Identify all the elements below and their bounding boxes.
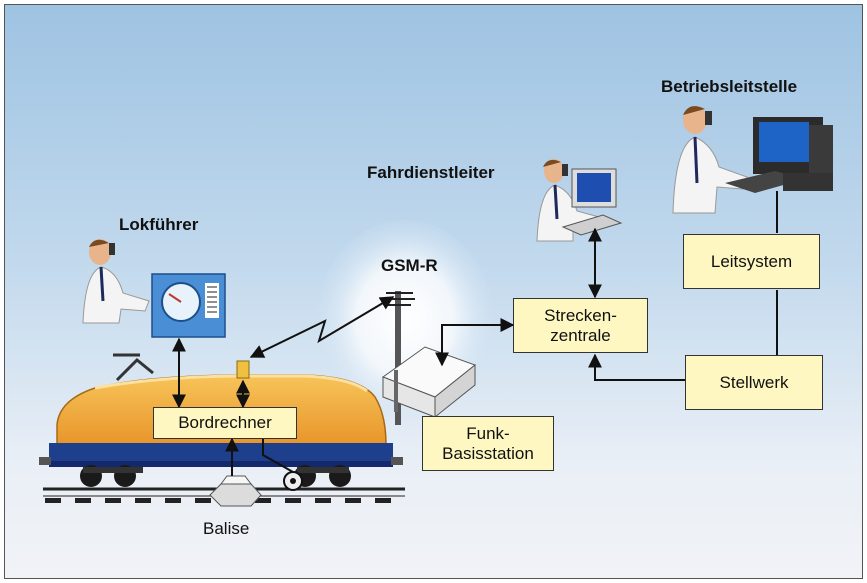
cab-display-panel xyxy=(151,273,226,338)
fahrdienstleiter-monitor-icon xyxy=(561,168,623,236)
fahrdienstleiter-person-icon xyxy=(536,159,600,242)
radio-link-zigzag xyxy=(249,296,395,358)
arrow-stellwerk-streckenzentrale xyxy=(588,353,687,381)
connectors xyxy=(172,191,778,476)
pantograph xyxy=(113,353,154,382)
streckenzentrale-text: Strecken- zentrale xyxy=(544,306,617,345)
diagram-frame: Betriebsleitstelle Fahrdienstleiter Lokf… xyxy=(4,4,863,579)
funk-basisstation-text: Funk- Basisstation xyxy=(442,424,534,463)
funk-basisstation-box: Funk- Basisstation xyxy=(422,416,554,471)
locomotive-roof-highlight xyxy=(94,374,368,393)
fahrdienstleiter-label: Fahrdienstleiter xyxy=(367,163,495,182)
roof-antenna xyxy=(236,360,250,379)
balise-icon xyxy=(209,475,262,507)
leitsystem-box: Leitsystem xyxy=(683,234,820,289)
bordrechner-box: Bordrechner xyxy=(153,407,297,439)
leitsystem-text: Leitsystem xyxy=(710,251,793,271)
stellwerk-box: Stellwerk xyxy=(685,355,823,410)
gsm-r-label: GSM-R xyxy=(381,256,438,275)
diagram-canvas xyxy=(39,106,833,507)
locomotive-base xyxy=(49,443,393,465)
streckenzentrale-box: Strecken- zentrale xyxy=(513,298,648,353)
stellwerk-text: Stellwerk xyxy=(719,372,789,392)
control-workstation-icon xyxy=(725,117,833,193)
lokfuehrer-label: Lokführer xyxy=(119,215,199,234)
arrow-basisstation-streckenzentrale xyxy=(435,318,515,367)
balise-label: Balise xyxy=(203,519,250,538)
odometry-link xyxy=(262,439,294,473)
betriebsleitstelle-label: Betriebsleitstelle xyxy=(661,77,798,96)
bordrechner-text: Bordrechner xyxy=(178,413,272,433)
betriebsleitstelle-person-icon xyxy=(672,106,748,214)
lokfuehrer-person-icon xyxy=(82,239,150,324)
